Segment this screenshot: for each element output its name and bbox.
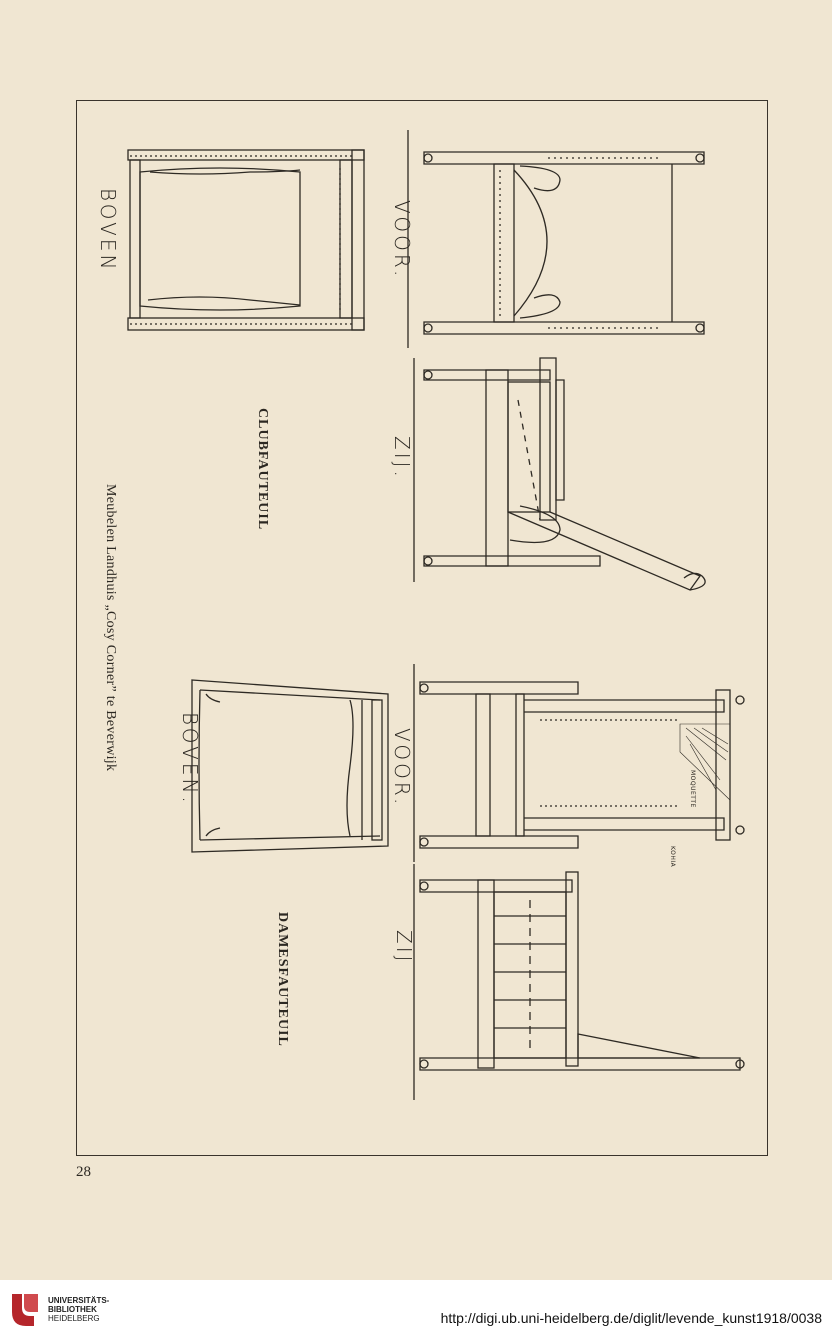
dames-top-view [191,679,389,853]
dames-side-view [413,864,745,1100]
label-dames-voor: VOOR. [390,728,414,808]
title-damesfauteuil: DAMESFAUTEUIL [275,912,290,1047]
page-border-frame [76,100,768,1156]
club-top-view [127,149,365,331]
annotation-kohia: KOHIA [669,846,676,868]
club-side-view [413,357,706,591]
viewer-footer: UNIVERSITÄTS- BIBLIOTHEK HEIDELBERG http… [0,1280,832,1339]
dames-front-view [413,664,745,862]
title-clubfauteuil: CLUBFAUTEUIL [255,408,270,531]
scanned-page: Meubelen Landhuis „Cosy Corner” te Bever… [76,100,768,1180]
label-club-boven: BOVEN [96,188,120,273]
club-front-view [407,130,705,348]
page-number: 28 [76,1164,91,1180]
annotation-moquette: MOQUETTE [689,770,696,808]
label-dames-boven: BOVEN. [178,712,202,806]
label-dames-zij: ZIJ [392,930,416,965]
label-club-zij: ZIJ. [390,436,414,480]
library-line-1: UNIVERSITÄTS- [48,1296,110,1305]
label-club-voor: VOOR. [390,200,414,280]
library-line-3: HEIDELBERG [48,1314,100,1323]
plate-caption: Meubelen Landhuis „Cosy Corner” te Bever… [103,484,118,772]
library-logo-icon [12,1294,38,1326]
furniture-drawings [127,130,745,1100]
source-url-link[interactable]: http://digi.ub.uni-heidelberg.de/diglit/… [440,1310,822,1326]
library-name: UNIVERSITÄTS- BIBLIOTHEK HEIDELBERG [48,1296,109,1323]
library-line-2: BIBLIOTHEK [48,1305,97,1314]
